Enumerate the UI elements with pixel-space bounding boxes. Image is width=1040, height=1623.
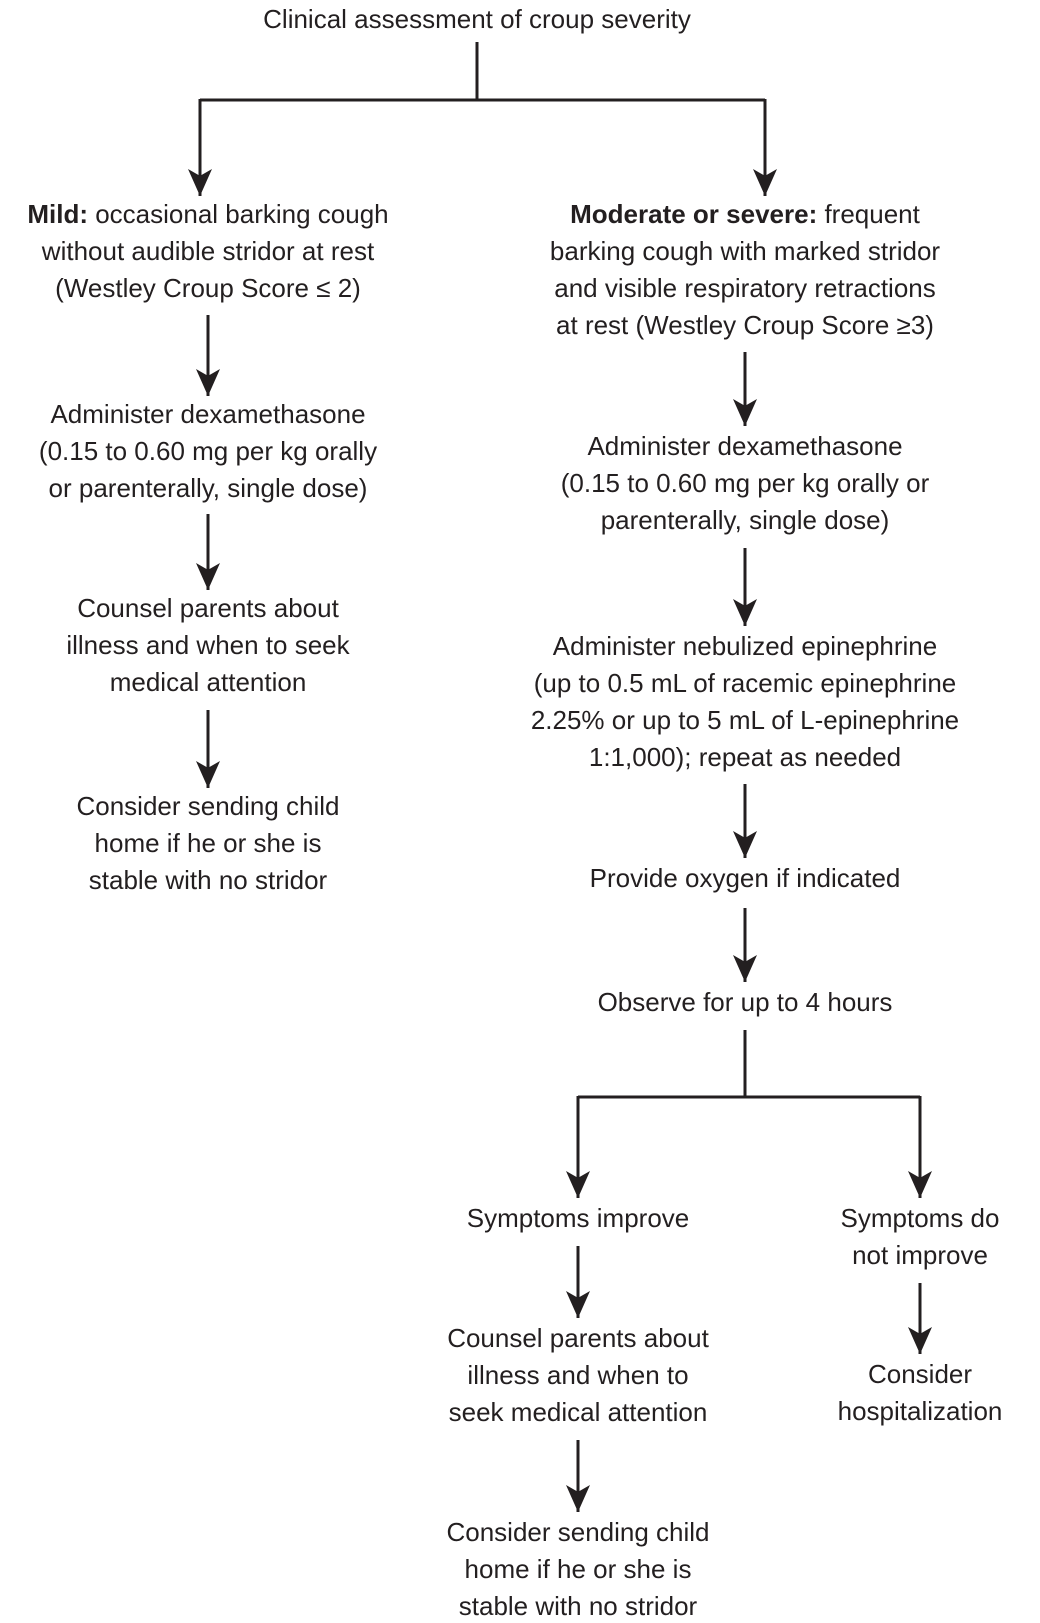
flowchart-title: Clinical assessment of croup severity xyxy=(263,4,691,34)
node-nebulized-epinephrine: Administer nebulized epinephrine (up to … xyxy=(530,631,960,772)
node-observe-4-hours: Observe for up to 4 hours xyxy=(597,987,893,1017)
node-provide-oxygen: Provide oxygen if indicated xyxy=(589,863,901,893)
node-symptoms-improve: Symptoms improve xyxy=(466,1203,690,1233)
node-moderate-dexamethasone: Administer dexamethasone (0.15 to 0.60 m… xyxy=(560,431,930,535)
node-mild-dexamethasone: Administer dexamethasone (0.15 to 0.60 m… xyxy=(38,399,378,503)
node-improve-send-home: Consider sending child home if he or she… xyxy=(446,1517,710,1621)
node-improve-counsel-parents: Counsel parents about illness and when t… xyxy=(447,1323,709,1427)
node-mild-assessment: Mild: occasional barking cough without a… xyxy=(27,199,389,303)
node-moderate-severe-assessment: Moderate or severe: frequent barking cou… xyxy=(549,199,941,340)
node-mild-send-home: Consider sending child home if he or she… xyxy=(76,791,340,895)
node-symptoms-not-improve: Symptoms do not improve xyxy=(840,1203,1000,1270)
node-mild-counsel-parents: Counsel parents about illness and when t… xyxy=(66,593,350,697)
node-consider-hospitalization: Consider hospitalization xyxy=(837,1359,1003,1426)
